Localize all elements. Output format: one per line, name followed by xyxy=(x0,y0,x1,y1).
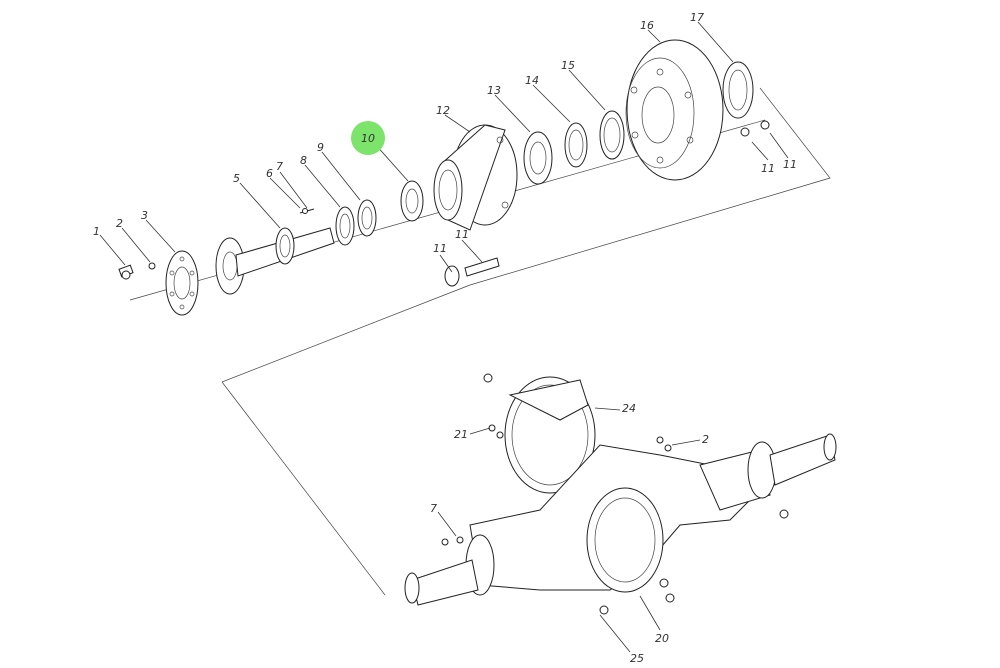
part-cover-24 xyxy=(504,376,596,494)
part-ring-9 xyxy=(357,199,377,237)
callout-8: 8 xyxy=(300,154,307,167)
part-sleeve-15 xyxy=(599,110,625,160)
part-nut-b xyxy=(760,120,770,130)
callout-24: 24 xyxy=(622,402,636,415)
callout-14: 14 xyxy=(525,74,539,87)
part-stud xyxy=(444,257,500,287)
callout-5: 5 xyxy=(233,172,240,185)
callout-11-b: 11 xyxy=(783,158,797,171)
part-washer-2 xyxy=(148,262,156,270)
upper-callouts: 1 2 3 5 6 7 8 9 10 12 13 14 15 16 17 11 … xyxy=(93,11,797,255)
part-bearing-8 xyxy=(335,206,355,246)
callout-12: 12 xyxy=(436,104,450,117)
part-bolt-1 xyxy=(118,264,134,280)
lower-leader-lines xyxy=(437,407,701,653)
callout-2-lower: 2 xyxy=(702,433,709,446)
upper-leader-lines xyxy=(99,21,789,273)
callout-21: 21 xyxy=(454,428,468,441)
callout-17: 17 xyxy=(690,11,704,24)
callout-2: 2 xyxy=(116,217,123,230)
callout-11-d: 11 xyxy=(455,228,469,241)
callout-9: 9 xyxy=(317,141,324,154)
part-flange-3 xyxy=(165,250,199,316)
part-seal-10 xyxy=(400,180,424,222)
callout-10: 10 xyxy=(361,132,375,145)
upper-frame-line xyxy=(469,87,831,286)
callout-1: 1 xyxy=(93,225,100,238)
part-right-spindle xyxy=(747,433,837,499)
callout-11-c: 11 xyxy=(433,242,447,255)
highlight-marker xyxy=(351,121,385,155)
lower-callouts: 24 21 2 7 20 25 xyxy=(430,402,709,665)
callout-13: 13 xyxy=(487,84,501,97)
part-axle-shaft xyxy=(215,227,335,295)
upper-assembly xyxy=(99,21,831,596)
callout-20: 20 xyxy=(655,632,669,645)
part-left-spindle xyxy=(404,534,495,606)
part-brake-drum-16 xyxy=(625,39,724,181)
lower-bolts xyxy=(441,373,789,615)
callout-7: 7 xyxy=(276,160,283,173)
callout-25: 25 xyxy=(630,652,644,665)
callout-6: 6 xyxy=(266,167,273,180)
lower-assembly xyxy=(404,373,837,653)
part-race-14 xyxy=(564,122,588,168)
callout-15: 15 xyxy=(561,59,575,72)
part-oil-seal-17 xyxy=(722,61,754,119)
callout-7-lower: 7 xyxy=(430,502,437,515)
lower-frame-line xyxy=(221,381,386,596)
part-bolt-7 xyxy=(299,208,315,214)
callout-3: 3 xyxy=(141,209,148,222)
part-bearing-13 xyxy=(523,131,553,185)
callout-11-a: 11 xyxy=(761,162,775,175)
callout-16: 16 xyxy=(640,19,654,32)
part-hub-12 xyxy=(433,124,518,231)
frame-connector-line xyxy=(221,284,471,383)
part-nut-a xyxy=(740,127,750,137)
